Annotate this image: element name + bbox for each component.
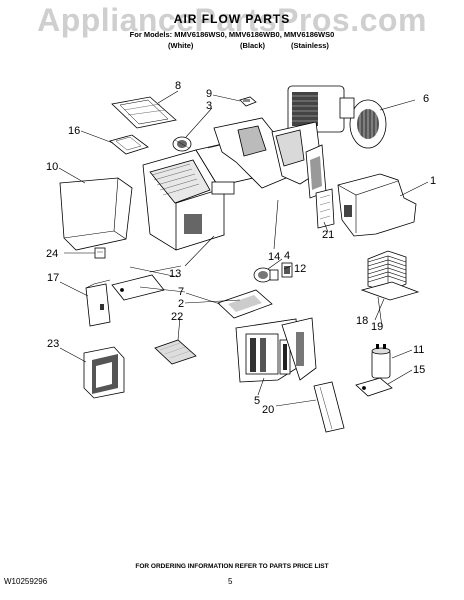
part-mounting-bracket <box>85 279 111 327</box>
part-charcoal-filter <box>109 134 149 155</box>
part-capacitor <box>371 344 391 379</box>
callout-15: 15 <box>413 364 425 376</box>
callout-16: 16 <box>68 125 80 137</box>
callout-18: 18 <box>356 315 368 327</box>
color-white-label: (White) <box>168 41 194 50</box>
part-control-frame <box>235 317 317 383</box>
callout-8: 8 <box>175 80 181 92</box>
part-transformer-mount <box>360 281 420 301</box>
part-damper <box>305 144 327 199</box>
callout-6: 6 <box>423 93 429 105</box>
part-pad <box>154 339 197 365</box>
callout-21: 21 <box>322 229 334 241</box>
callout-4: 4 <box>284 250 290 262</box>
part-fan-blade <box>172 136 192 152</box>
callout-17: 17 <box>47 272 59 284</box>
part-air-guide <box>337 173 417 237</box>
callout-10: 10 <box>46 161 58 173</box>
part-motor <box>253 267 279 283</box>
callout-14: 14 <box>268 251 280 263</box>
part-cover-plate <box>111 274 165 301</box>
callout-13: 13 <box>169 268 181 280</box>
page-number: 5 <box>228 577 233 586</box>
color-stainless-label: (Stainless) <box>291 41 329 50</box>
part-plate <box>217 289 273 319</box>
part-clip <box>239 96 257 107</box>
leader-lines <box>58 90 429 407</box>
callout-5: 5 <box>254 395 260 407</box>
callout-9: 9 <box>206 88 212 100</box>
callout-3: 3 <box>206 100 212 112</box>
callout-numbers: 8 9 3 6 16 10 1 14 21 24 4 12 13 17 7 2 … <box>46 80 436 416</box>
part-duct-piece <box>313 381 345 433</box>
watermark: AppliancePartsPros.com <box>37 2 427 38</box>
page-title: AIR FLOW PARTS <box>173 12 291 26</box>
callout-24: 24 <box>46 248 58 260</box>
part-side-panel <box>59 177 133 251</box>
callout-1: 1 <box>430 175 436 187</box>
callout-2: 2 <box>178 298 184 310</box>
part-connector <box>281 262 293 278</box>
part-box <box>83 346 125 399</box>
part-filter-panel <box>111 96 177 129</box>
callout-11: 11 <box>413 344 424 356</box>
callout-12: 12 <box>294 263 306 275</box>
callout-19: 19 <box>371 321 383 333</box>
callout-22: 22 <box>171 311 183 323</box>
model-list: For Models: MMV6186WS0, MMV6186WB0, MMV6… <box>129 30 335 39</box>
part-bracket-clip <box>94 247 106 259</box>
color-black-label: (Black) <box>240 41 266 50</box>
callout-20: 20 <box>262 404 274 416</box>
document-number: W10259296 <box>4 577 48 586</box>
ordering-note: FOR ORDERING INFORMATION REFER TO PARTS … <box>135 563 329 570</box>
part-blower-motor <box>287 85 387 149</box>
callout-7: 7 <box>178 286 184 298</box>
part-transformer <box>367 250 407 293</box>
part-shield <box>315 188 335 229</box>
part-capacitor-bracket <box>355 377 393 397</box>
callout-23: 23 <box>47 338 59 350</box>
